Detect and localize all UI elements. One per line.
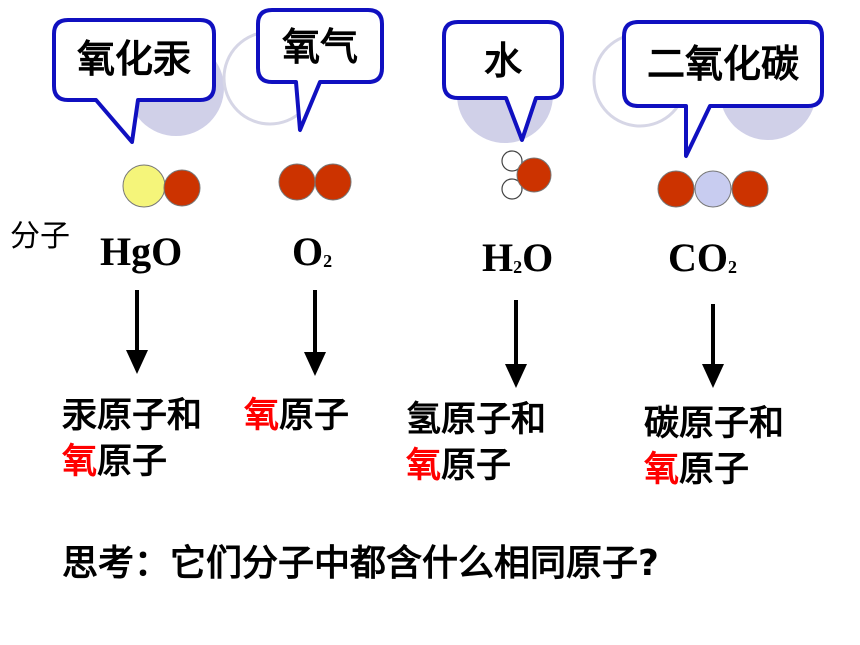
formula-text-tail: O xyxy=(522,235,554,280)
bubble-co2 xyxy=(622,20,824,158)
atoms-text: 原子 xyxy=(279,396,350,436)
oxygen-highlight: 氧 xyxy=(244,396,280,436)
oxygen-atom xyxy=(314,163,352,201)
bubble-label-mercury-oxide: 氧化汞 xyxy=(76,37,191,81)
bubble-h2o xyxy=(442,20,564,142)
formula-hgo: HgO xyxy=(100,232,182,272)
formula-text: H xyxy=(482,235,514,280)
molecule-label: 分子 xyxy=(10,219,70,254)
bubble-label-carbon-dioxide: 二氧化碳 xyxy=(646,42,799,86)
atoms-label-co2: 碳原子和 氧原子 xyxy=(644,402,784,493)
atoms-label-h2o: 氢原子和 氧原子 xyxy=(406,398,546,489)
oxygen-atom xyxy=(278,163,316,201)
atoms-line-2: 氧原子 xyxy=(62,440,214,486)
carbon-atom xyxy=(694,170,732,208)
atoms-line-2: 氧原子 xyxy=(644,448,784,494)
atoms-text: 原子 xyxy=(679,449,750,490)
bubble-label-water: 水 xyxy=(483,39,522,83)
atoms-line-1: 氢原子和 xyxy=(406,398,546,444)
atoms-text: 氢原子和 xyxy=(406,400,547,440)
arrow-co2 xyxy=(702,304,724,388)
oxygen-atom xyxy=(163,169,201,207)
formula-subscript: 2 xyxy=(513,257,523,277)
atoms-line-1: 汞原子和 xyxy=(62,394,214,440)
formula-text: HgO xyxy=(100,229,183,274)
atoms-text: 汞原子和 xyxy=(62,396,215,436)
hydrogen-atom xyxy=(501,178,523,200)
hgo-molecule-model xyxy=(122,164,201,208)
atoms-text: 原子 xyxy=(97,441,168,482)
formula-o2: O2 xyxy=(292,232,332,272)
oxygen-highlight: 氧 xyxy=(406,445,442,486)
formula-text: O xyxy=(292,229,324,274)
atoms-label-o2: 氧原子 xyxy=(244,394,349,440)
h2o-molecule-model xyxy=(501,150,552,200)
arrow-h2o xyxy=(505,300,527,388)
formula-subscript: 2 xyxy=(728,257,737,277)
bubble-label-oxygen: 氧气 xyxy=(281,25,358,69)
arrow-hgo xyxy=(126,290,148,374)
bubble-hgo xyxy=(52,18,216,144)
atoms-line-1: 碳原子和 xyxy=(644,402,784,448)
atoms-text: 原子 xyxy=(441,445,512,486)
oxygen-highlight: 氧 xyxy=(62,441,98,482)
atoms-line-1: 氧原子 xyxy=(244,394,349,440)
atoms-label-hgo: 汞原子和 氧原子 xyxy=(62,394,214,485)
oxygen-atom xyxy=(731,170,769,208)
hydrogen-atom xyxy=(501,150,523,172)
arrow-o2 xyxy=(304,290,326,376)
formula-text: CO xyxy=(668,235,728,280)
mercury-atom xyxy=(122,164,166,208)
oxygen-atom xyxy=(516,157,552,193)
formula-subscript: 2 xyxy=(323,251,333,271)
question-text: 思考：它们分子中都含什么相同原子? xyxy=(62,543,659,584)
o2-molecule-model xyxy=(278,163,352,201)
bubble-o2 xyxy=(256,8,384,132)
formula-co2: CO2 xyxy=(668,238,737,278)
atoms-line-2: 氧原子 xyxy=(406,444,546,490)
formula-h2o: H2O xyxy=(482,238,553,278)
oxygen-atom xyxy=(657,170,695,208)
co2-molecule-model xyxy=(657,170,769,208)
atoms-text: 碳原子和 xyxy=(644,404,785,444)
oxygen-highlight: 氧 xyxy=(644,449,680,490)
